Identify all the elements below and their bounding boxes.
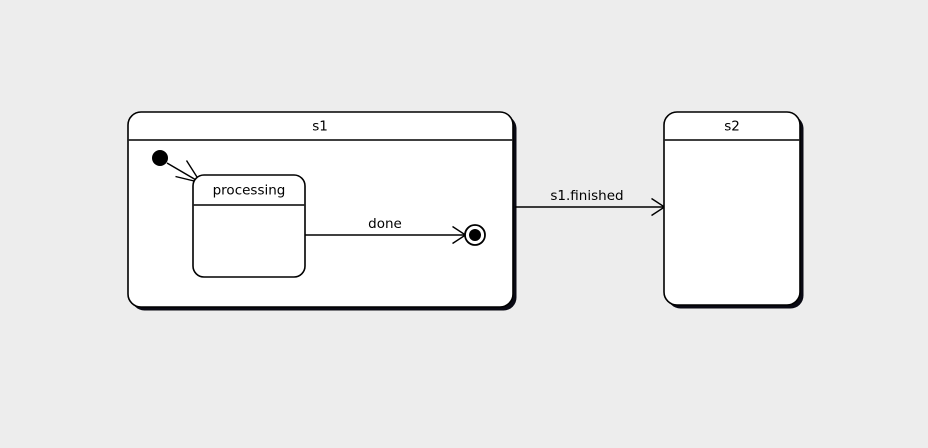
state-processing[interactable]: processing (192, 174, 306, 278)
state-processing-label: processing (213, 183, 286, 199)
state-processing-body[interactable] (192, 174, 306, 278)
initial-state-icon[interactable] (152, 150, 168, 166)
state-s1-label: s1 (312, 119, 328, 135)
transition-done-label: done (368, 216, 402, 232)
initial-state-node[interactable] (152, 150, 168, 166)
state-s1-body[interactable] (127, 111, 514, 308)
state-s2-label: s2 (724, 119, 740, 135)
transition-initial-to-processing-line[interactable] (166, 162, 200, 183)
state-s2[interactable]: s2 (663, 111, 804, 309)
state-s2-body[interactable] (663, 111, 801, 306)
transition-s1-finished[interactable]: s1.finished (515, 188, 666, 217)
state-s1[interactable]: s1 (127, 111, 517, 311)
final-state-inner-dot (469, 229, 481, 241)
final-state-node[interactable] (464, 224, 486, 246)
transition-s1-finished-label: s1.finished (550, 188, 623, 204)
